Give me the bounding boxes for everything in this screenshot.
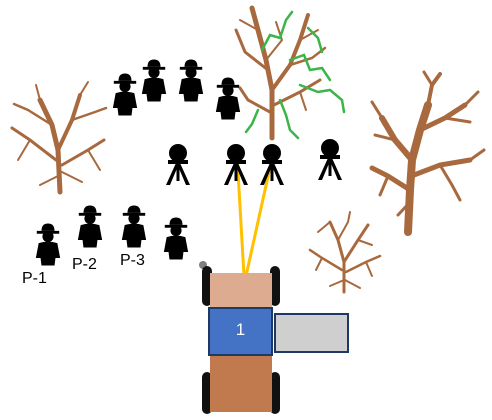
tripod-camera-icon-1 [166,144,190,185]
robot-wheel-front-right [270,266,280,306]
robot-wheel-front-left [202,266,212,306]
robot-top-plate [210,273,272,309]
person-silhouette-icon-top-4 [215,77,241,120]
person-silhouette-icon-top-1 [112,73,138,116]
tripod-camera-icon-2 [224,144,248,185]
person-silhouette-icon-p3 [121,205,147,248]
robot-box [208,307,273,356]
robot [199,261,349,414]
tripod-camera-icon-3 [260,144,284,185]
person-label-p1: P-1 [22,270,47,287]
person-silhouette-icon-p4 [163,217,189,260]
tree-left [10,81,108,195]
robot-wheel-rear-right [270,372,280,414]
tripod-camera-icon-4 [318,139,342,180]
tree-right [369,70,486,236]
person-silhouette-icon-top-3 [178,59,204,102]
robot-chassis [210,354,272,412]
person-label-p3: P-3 [120,252,145,269]
robot-box-label: 1 [235,320,246,339]
tree-small-right [308,211,382,294]
person-silhouette-icon-top-2 [141,59,167,102]
sensor-beams [235,153,275,277]
robot-wheel-rear-left [202,372,212,414]
person-label-p2: P-2 [72,256,97,273]
tree-top-center [234,5,346,141]
person-silhouette-icon-p2 [77,205,103,248]
person-silhouette-icon-p1 [35,223,61,266]
robot-arm [274,313,349,353]
